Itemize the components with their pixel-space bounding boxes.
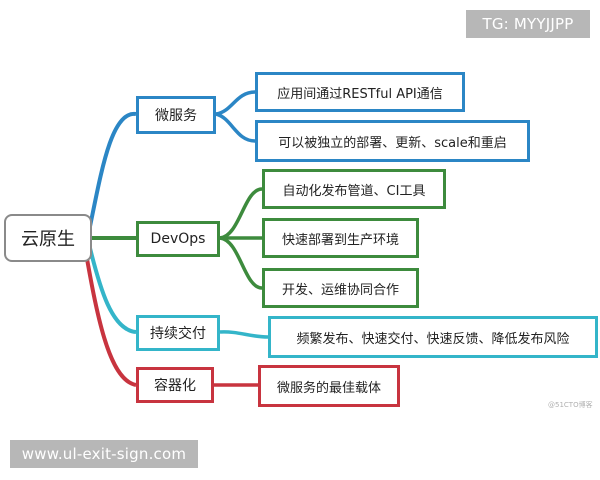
connector-devops-leaf1 [219,187,263,240]
branch-containerization: 容器化 [136,367,214,403]
top-tag-overlay: TG: MYYJJPP [466,10,590,38]
connector-root-containers [82,241,137,387]
connector-root-microservices [86,111,137,237]
connector-ms-leaf2 [215,112,256,143]
bottom-url-overlay: www.ul-exit-sign.com [10,440,198,468]
leaf-devops-collab: 开发、运维协同合作 [262,268,419,308]
watermark-text: @51CTO博客 [548,401,593,409]
leaf-microservices-independent: 可以被独立的部署、更新、scale和重启 [255,120,530,162]
leaf-devops-deploy: 快速部署到生产环境 [262,218,419,258]
connector-devops-leaf3 [219,236,263,290]
branch-microservices: 微服务 [136,96,216,134]
leaf-microservices-restful: 应用间通过RESTful API通信 [255,72,465,112]
root-node: 云原生 [4,214,92,262]
connector-ms-leaf1 [215,90,256,116]
leaf-devops-pipeline: 自动化发布管道、CI工具 [262,169,446,209]
branch-continuous-delivery: 持续交付 [136,315,220,351]
branch-devops: DevOps [136,221,220,257]
connector-cd-leaf1 [219,330,269,339]
connector-root-cd [86,239,137,334]
leaf-containers-carrier: 微服务的最佳载体 [258,365,400,407]
leaf-cd-frequent-release: 频繁发布、快速交付、快速反馈、降低发布风险 [268,316,598,358]
